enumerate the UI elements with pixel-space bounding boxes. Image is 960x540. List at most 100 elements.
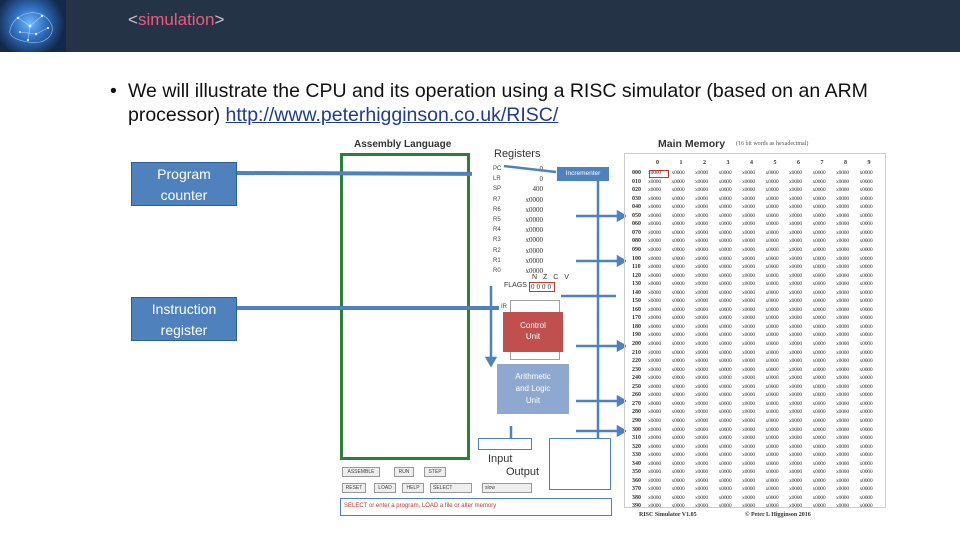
memory-cell[interactable]: x0000 (718, 289, 732, 296)
memory-cell[interactable]: x0000 (648, 315, 661, 322)
memory-cell[interactable]: x0000 (789, 375, 802, 382)
memory-cell[interactable]: x0000 (789, 358, 802, 365)
memory-cell[interactable]: x0000 (836, 323, 849, 330)
run-button[interactable]: RUN (394, 467, 414, 477)
memory-cell[interactable]: x0000 (812, 255, 826, 262)
memory-cell[interactable]: x0000 (742, 178, 755, 185)
memory-cell[interactable]: x0000 (671, 383, 685, 390)
memory-cell[interactable]: x0000 (812, 477, 826, 484)
memory-cell[interactable]: x0000 (695, 212, 708, 219)
memory-cell[interactable]: x0000 (671, 187, 685, 194)
memory-cell[interactable]: x0000 (718, 383, 732, 390)
memory-cell[interactable]: x0000 (671, 170, 685, 176)
memory-cell[interactable]: x0000 (765, 494, 779, 501)
memory-cell[interactable]: x0000 (859, 315, 873, 322)
memory-cell[interactable]: x0000 (742, 272, 755, 279)
memory-cell[interactable]: x0000 (765, 366, 779, 373)
memory-cell[interactable]: x0000 (836, 289, 849, 296)
memory-cell[interactable]: x0000 (765, 417, 779, 424)
memory-cell[interactable]: x0000 (648, 417, 661, 424)
memory-cell[interactable]: x0000 (836, 494, 849, 501)
memory-cell[interactable]: x0000 (789, 417, 802, 424)
memory-cell[interactable]: x0000 (695, 486, 708, 493)
memory-cell[interactable]: x0000 (859, 366, 873, 373)
memory-cell[interactable]: x0000 (695, 460, 708, 467)
memory-cell[interactable]: x0000 (836, 229, 849, 236)
memory-cell[interactable]: x0000 (742, 486, 755, 493)
memory-cell[interactable]: x0000 (812, 264, 826, 271)
memory-cell[interactable]: x0000 (742, 246, 755, 253)
memory-cell[interactable]: x0000 (718, 306, 732, 313)
memory-cell[interactable]: x0000 (695, 443, 708, 450)
memory-cell[interactable]: x0000 (648, 443, 661, 450)
memory-cell[interactable]: x0000 (671, 289, 685, 296)
memory-cell[interactable]: x0000 (836, 460, 849, 467)
memory-cell[interactable]: x0000 (859, 383, 873, 390)
memory-cell[interactable]: x0000 (671, 221, 685, 228)
memory-cell[interactable]: x0000 (718, 264, 732, 271)
memory-cell[interactable]: x0000 (718, 417, 732, 424)
memory-cell[interactable]: x0000 (718, 358, 732, 365)
memory-cell[interactable]: x0000 (812, 349, 826, 356)
memory-cell[interactable]: x0000 (836, 477, 849, 484)
memory-cell[interactable]: x0000 (742, 229, 755, 236)
memory-cell[interactable]: x0000 (648, 341, 661, 347)
memory-cell[interactable]: x0000 (836, 503, 849, 510)
memory-cell[interactable]: x0000 (859, 195, 873, 202)
memory-cell[interactable]: x0000 (836, 221, 849, 228)
memory-cell[interactable]: x0000 (836, 255, 849, 262)
memory-cell[interactable]: x0000 (859, 443, 873, 450)
memory-cell[interactable]: x0000 (742, 358, 755, 365)
memory-cell[interactable]: x0000 (836, 187, 849, 194)
memory-cell[interactable]: x0000 (789, 298, 802, 305)
memory-cell[interactable]: x0000 (742, 341, 755, 347)
memory-cell[interactable]: x0000 (812, 281, 826, 288)
memory-cell[interactable]: x0000 (718, 349, 732, 356)
memory-cell[interactable]: x0000 (836, 341, 849, 347)
memory-cell[interactable]: x0000 (789, 409, 802, 416)
memory-cell[interactable]: x0000 (812, 452, 826, 459)
memory-cell[interactable]: x0000 (648, 323, 661, 330)
memory-cell[interactable]: x0000 (742, 366, 755, 373)
memory-cell[interactable]: x0000 (859, 477, 873, 484)
memory-cell[interactable]: x0000 (789, 443, 802, 450)
memory-cell[interactable]: x0000 (859, 426, 873, 433)
memory-cell[interactable]: x0000 (742, 409, 755, 416)
load-button[interactable]: LOAD (374, 483, 396, 493)
memory-cell[interactable]: x0000 (789, 170, 802, 176)
memory-cell[interactable]: x0000 (648, 212, 661, 219)
memory-cell[interactable]: x0000 (789, 469, 802, 476)
memory-cell[interactable]: x0000 (789, 349, 802, 356)
memory-cell[interactable]: x0000 (671, 281, 685, 288)
memory-cell[interactable]: x0000 (765, 281, 779, 288)
memory-cell[interactable]: x0000 (718, 443, 732, 450)
memory-cell[interactable]: x0000 (789, 272, 802, 279)
memory-cell[interactable]: x0000 (859, 289, 873, 296)
memory-cell[interactable]: x0000 (742, 264, 755, 271)
memory-cell[interactable]: x0000 (765, 246, 779, 253)
memory-cell[interactable]: x0000 (671, 486, 685, 493)
memory-cell[interactable]: x0000 (695, 170, 708, 176)
memory-cell[interactable]: x0000 (648, 187, 661, 194)
memory-cell[interactable]: x0000 (765, 187, 779, 194)
memory-cell[interactable]: x0000 (859, 341, 873, 347)
memory-cell[interactable]: x0000 (718, 494, 732, 501)
memory-cell[interactable]: x0000 (765, 264, 779, 271)
memory-cell[interactable]: x0000 (648, 264, 661, 271)
memory-cell[interactable]: x0000 (836, 170, 849, 176)
input-field[interactable] (478, 438, 532, 450)
memory-cell[interactable]: x0000 (859, 221, 873, 228)
memory-cell[interactable]: x0000 (671, 255, 685, 262)
memory-cell[interactable]: x0000 (671, 306, 685, 313)
memory-cell[interactable]: x0000 (695, 409, 708, 416)
memory-cell[interactable]: x0000 (812, 306, 826, 313)
memory-cell[interactable]: x0000 (765, 306, 779, 313)
memory-cell[interactable]: x0000 (742, 298, 755, 305)
memory-cell[interactable]: x0000 (648, 238, 661, 245)
memory-cell[interactable]: x0000 (765, 170, 779, 176)
memory-cell[interactable]: x0000 (742, 204, 755, 211)
memory-cell[interactable]: x0000 (695, 426, 708, 433)
memory-cell[interactable]: x0000 (695, 417, 708, 424)
memory-cell[interactable]: x0000 (859, 392, 873, 399)
memory-cell[interactable]: x0000 (859, 298, 873, 305)
